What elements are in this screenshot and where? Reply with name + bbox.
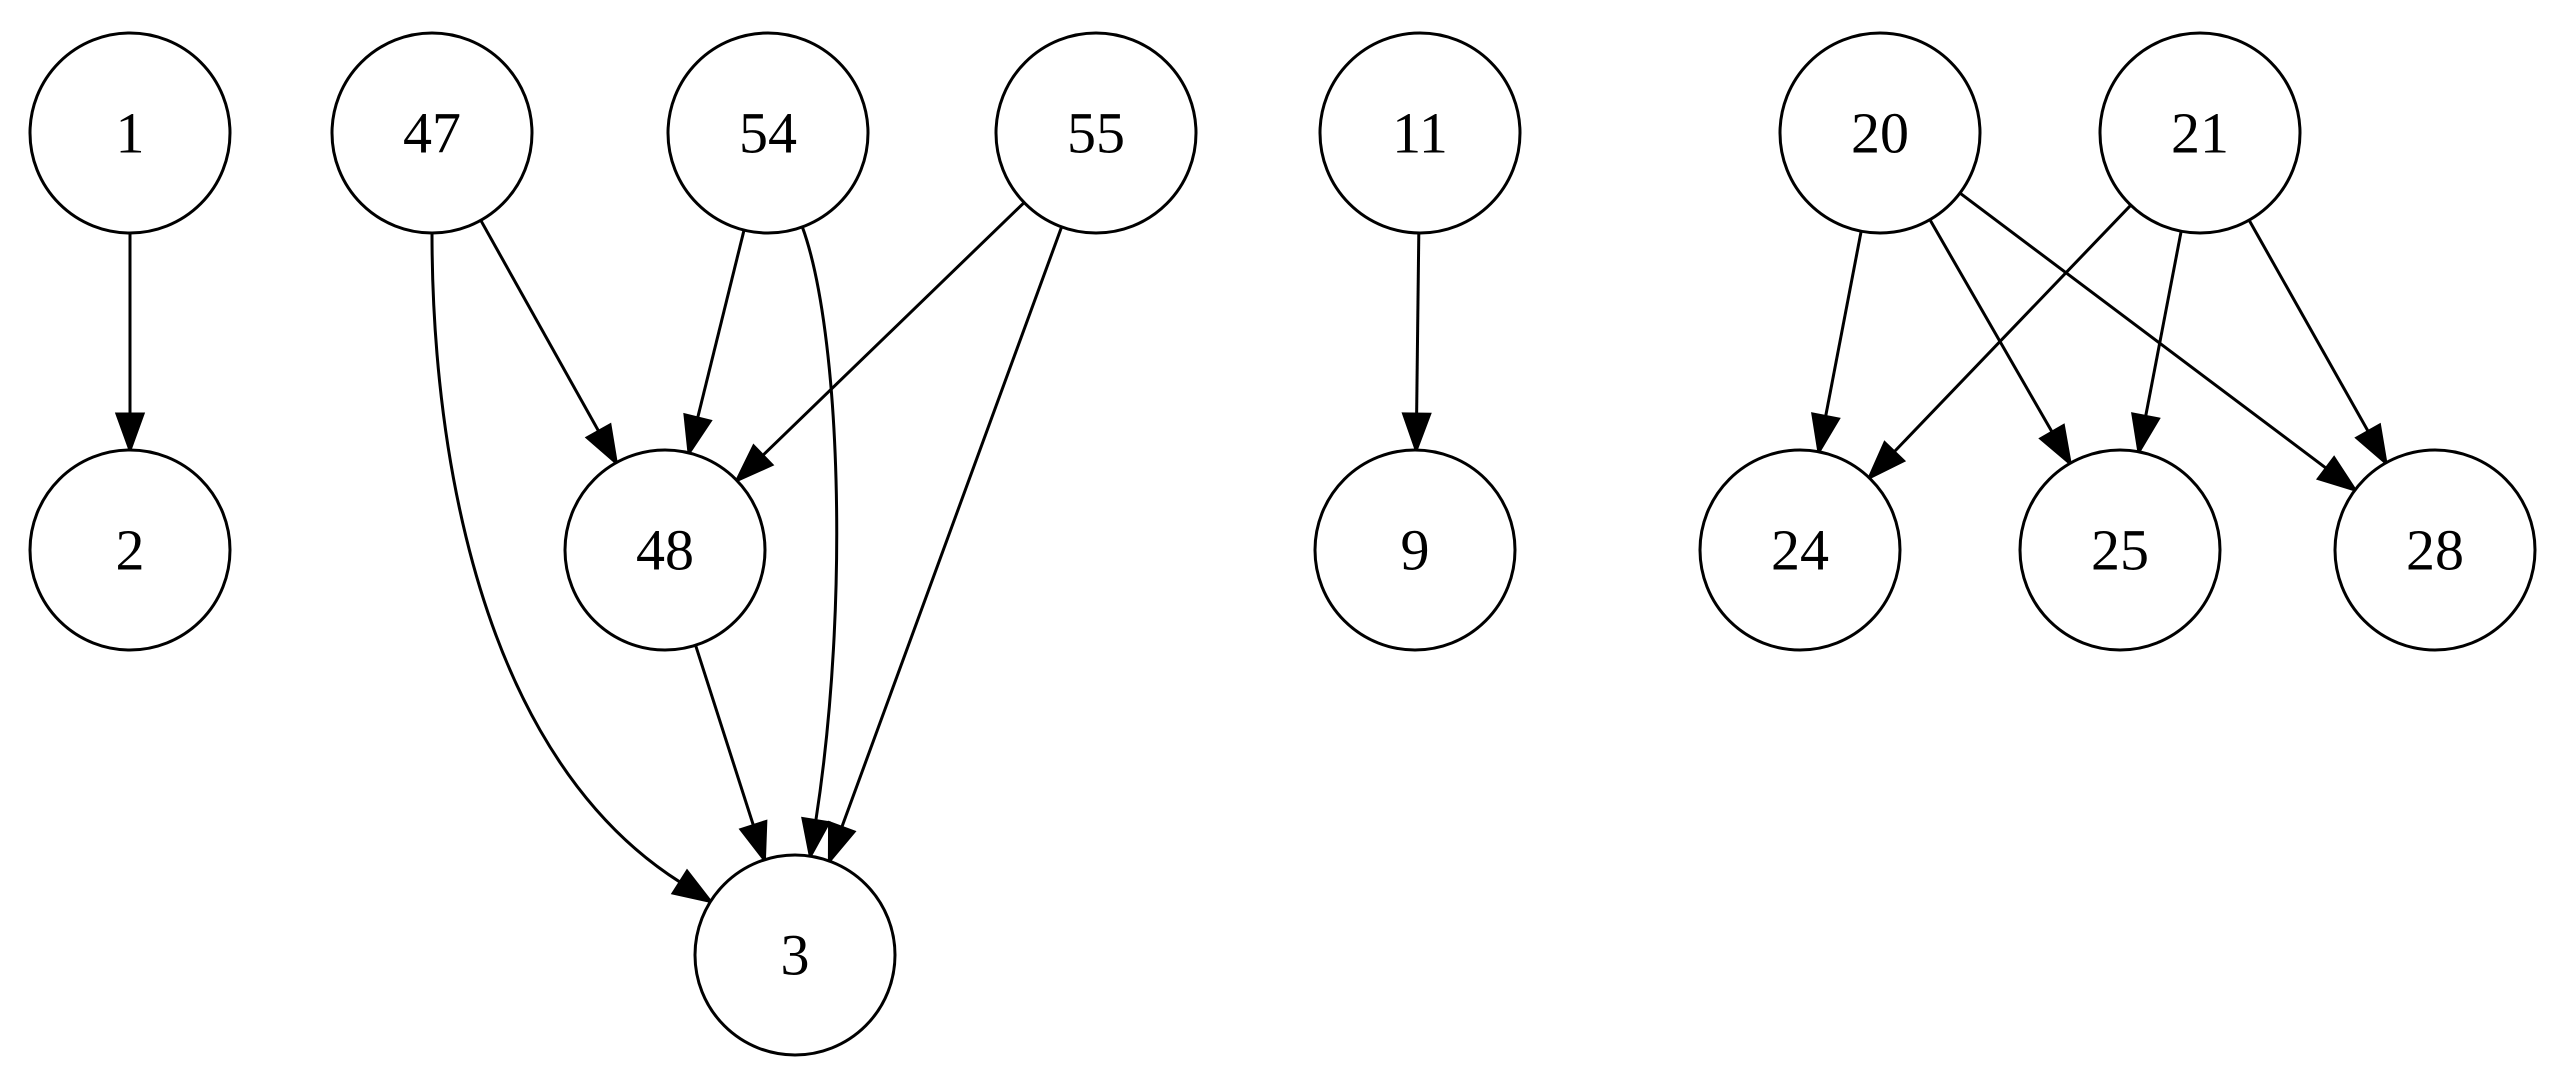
edge-48-to-3 (694, 644, 768, 864)
edge-line (840, 226, 1064, 828)
node-circle (28, 31, 232, 235)
node-label: 28 (2406, 518, 2464, 583)
arrowhead (1866, 440, 1907, 482)
node-47: 47 (330, 31, 534, 235)
edge-line (761, 201, 1026, 457)
node-circle (2018, 448, 2222, 652)
edge-21-to-24 (1866, 204, 2132, 482)
node-label: 48 (636, 518, 694, 583)
edge-20-to-24 (1811, 230, 1863, 457)
arrowhead (801, 816, 832, 861)
edge-line (1928, 218, 2054, 433)
edge-line (2144, 230, 2183, 417)
node-20: 20 (1778, 31, 1982, 235)
arrowhead (827, 820, 857, 866)
node-3: 3 (693, 853, 897, 1057)
node-label: 20 (1851, 101, 1909, 166)
arrowhead (738, 819, 768, 864)
node-11: 11 (1318, 31, 1522, 235)
node-55: 55 (994, 31, 1198, 235)
edge-55-to-48 (733, 201, 1026, 484)
node-label: 47 (403, 101, 461, 166)
edge-line (694, 644, 755, 826)
node-circle (994, 31, 1198, 235)
node-circle (1778, 31, 1982, 235)
edge-20-to-25 (1928, 218, 2073, 468)
edge-11-to-9 (1401, 232, 1432, 455)
edge-line (1959, 191, 2328, 470)
node-label: 55 (1067, 101, 1125, 166)
edge-54-to-48 (683, 229, 746, 458)
node-label: 2 (116, 518, 145, 583)
node-label: 21 (2171, 101, 2229, 166)
node-48: 48 (563, 448, 767, 652)
node-circle (563, 448, 767, 652)
edge-line (2247, 219, 2370, 433)
edge-20-to-28 (1959, 191, 2359, 493)
edge-line (1893, 204, 2132, 453)
node-circle (2333, 448, 2537, 652)
edge-line (430, 232, 681, 884)
node-label: 3 (781, 923, 810, 988)
node-2: 2 (28, 448, 232, 652)
arrowhead (114, 412, 146, 455)
node-circle (666, 31, 870, 235)
node-label: 9 (1401, 518, 1430, 583)
node-circle (1698, 448, 1902, 652)
edge-line (1415, 232, 1421, 415)
edge-1-to-2 (114, 233, 146, 455)
edge-line (800, 226, 839, 821)
arrowhead (683, 412, 713, 458)
node-circle (1313, 448, 1517, 652)
edge-line (1824, 230, 1863, 417)
node-label: 54 (739, 101, 797, 166)
node-9: 9 (1313, 448, 1517, 652)
node-54: 54 (666, 31, 870, 235)
arrowhead (1401, 412, 1432, 455)
edge-55-to-3 (827, 226, 1064, 866)
node-circle (1318, 31, 1522, 235)
arrowhead (1811, 412, 1841, 457)
node-circle (330, 31, 534, 235)
arrowhead (670, 868, 715, 904)
edge-21-to-28 (2247, 219, 2389, 467)
node-label: 11 (1392, 101, 1448, 166)
edges-layer (114, 191, 2389, 904)
node-circle (28, 448, 232, 652)
node-1: 1 (28, 31, 232, 235)
node-28: 28 (2333, 448, 2537, 652)
arrowhead (2354, 422, 2389, 467)
node-label: 24 (1771, 518, 1829, 583)
edge-21-to-25 (2131, 230, 2183, 457)
arrowhead (2315, 455, 2359, 493)
nodes-layer: 1 2 47 54 55 48 3 11 9 20 21 24 25 28 (28, 31, 2537, 1057)
node-24: 24 (1698, 448, 1902, 652)
edge-47-to-3 (430, 232, 715, 904)
node-label: 25 (2091, 518, 2149, 583)
node-circle (693, 853, 897, 1057)
node-21: 21 (2098, 31, 2302, 235)
edge-47-to-48 (479, 219, 619, 467)
arrowhead (733, 443, 775, 484)
edge-54-to-3 (800, 226, 839, 861)
arrowhead (2131, 412, 2161, 457)
node-label: 1 (116, 101, 145, 166)
node-circle (2098, 31, 2302, 235)
edge-line (479, 219, 600, 433)
node-25: 25 (2018, 448, 2222, 652)
edge-line (696, 229, 746, 419)
arrowhead (2038, 423, 2073, 468)
arrowhead (584, 422, 619, 467)
